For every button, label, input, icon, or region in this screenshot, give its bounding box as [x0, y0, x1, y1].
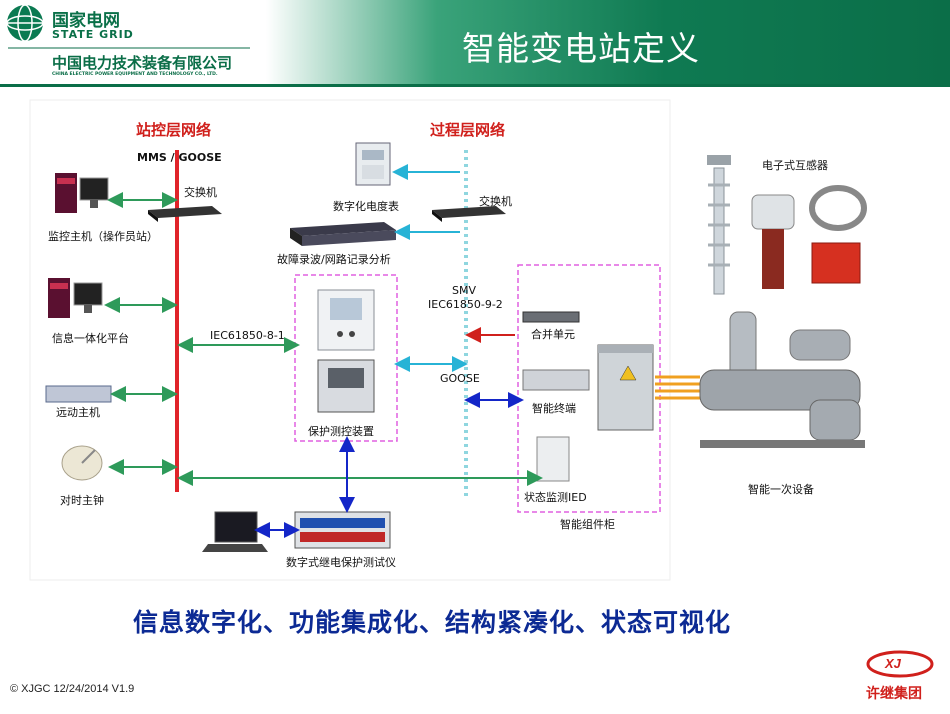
remote-host-label: 远动主机	[56, 406, 100, 419]
process-network-label: 过程层网络	[430, 121, 506, 139]
relay-tester-label: 数字式继电保护测试仪	[286, 556, 396, 569]
switch-left-label: 交换机	[184, 186, 217, 199]
protection-device-label: 保护测控装置	[308, 425, 374, 438]
smart-terminal-label: 智能终端	[532, 402, 576, 415]
smart-terminal-icon	[522, 369, 590, 391]
info-platform-computer-icon	[48, 278, 103, 318]
status-ied-label: 状态监测IED	[524, 491, 587, 504]
info-platform-label: 信息一体化平台	[52, 332, 129, 345]
group-name-text: 许继集团	[866, 686, 922, 702]
laptop-icon	[202, 511, 268, 552]
switch-right-icon	[432, 206, 506, 222]
company-en-text: CHINA ELECTRIC POWER EQUIPMENT AND TECHN…	[52, 72, 218, 77]
electronic-transformer-ring-icon	[809, 185, 867, 231]
iec-9-2-label: IEC61850-9-2	[428, 298, 503, 311]
monitor-host-label: 监控主机（操作员站）	[48, 230, 158, 243]
logo-en-text: STATE GRID	[52, 28, 134, 41]
header-divider	[0, 84, 950, 87]
time-clock-dish-icon	[61, 445, 103, 481]
electronic-transformer-bushing-icon	[751, 194, 795, 289]
switch-left-icon	[148, 206, 222, 222]
cabinet-dashed-box	[517, 264, 661, 513]
goose-label: GOOSE	[440, 372, 480, 385]
relay-tester-icon	[294, 511, 391, 549]
header-band	[0, 0, 950, 84]
protection-device-lower-icon	[317, 359, 375, 413]
logo-cn-text: 国家电网	[52, 11, 120, 31]
smart-cabinet-icon	[597, 344, 654, 431]
state-grid-logo-icon	[6, 4, 44, 42]
primary-equipment-gis-icon	[699, 311, 865, 448]
company-cn-text: 中国电力技术装备有限公司	[52, 54, 233, 72]
slide-title: 智能变电站定义	[462, 29, 700, 68]
footer-copyright: © XJGC 12/24/2014 V1.9	[10, 683, 135, 695]
mms-goose-label: MMS / GOOSE	[137, 151, 222, 164]
smv-label: SMV	[452, 284, 476, 297]
primary-equipment-label: 智能一次设备	[748, 483, 814, 496]
status-ied-icon	[536, 436, 570, 482]
station-network-label: 站控层网络	[136, 121, 212, 139]
protection-device-upper-icon	[317, 289, 375, 351]
switch-right-label: 交换机	[479, 195, 512, 208]
time-clock-label: 对时主钟	[60, 494, 104, 507]
slogan-text: 信息数字化、功能集成化、结构紧凑化、状态可视化	[133, 608, 732, 637]
merging-unit-icon	[522, 311, 580, 323]
fault-recorder-icon	[290, 222, 396, 246]
digital-meter-icon	[355, 142, 391, 186]
remote-host-icon	[45, 385, 112, 403]
merging-unit-label: 合并单元	[531, 328, 575, 341]
monitor-host-computer-icon	[55, 173, 109, 213]
digital-meter-label: 数字化电度表	[333, 200, 399, 213]
electronic-transformer-label: 电子式互感器	[762, 159, 828, 172]
xj-group-logo-icon	[866, 650, 934, 678]
smart-cabinet-label: 智能组件柜	[560, 518, 615, 531]
fault-recorder-label: 故障录波/网路记录分析	[277, 253, 391, 266]
group-logo-text: XJ	[885, 656, 901, 671]
iec-8-1-label: IEC61850-8-1	[210, 329, 285, 342]
cable-bundle-icon	[655, 375, 700, 400]
electronic-transformer-box-icon	[811, 242, 861, 284]
electronic-transformer-insulator-icon	[707, 155, 731, 295]
